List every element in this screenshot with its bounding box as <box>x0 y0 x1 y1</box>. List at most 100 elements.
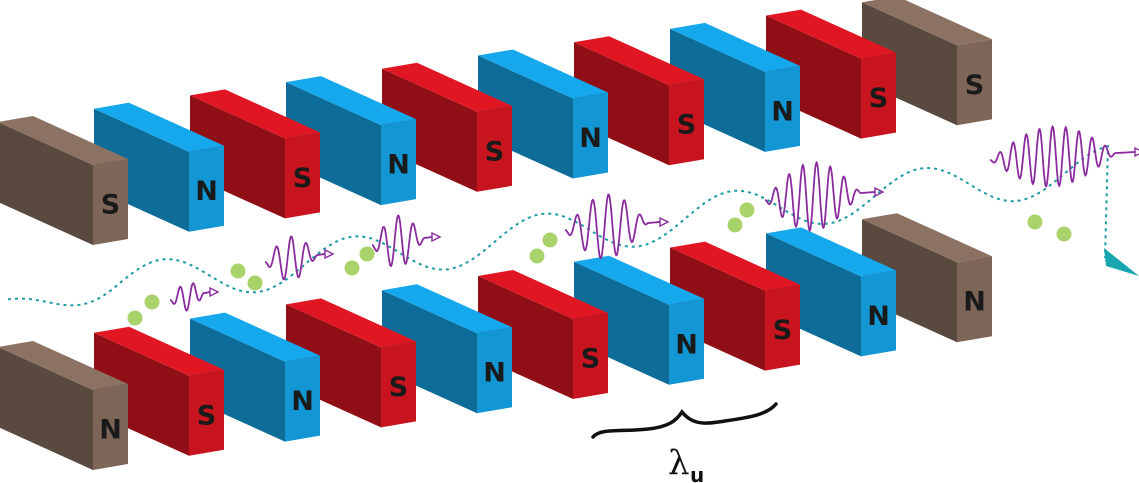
magnet-front-face <box>93 159 128 245</box>
magnet-front-face <box>477 327 512 414</box>
magnet-top-face <box>862 213 992 263</box>
top-magnet-10: S <box>862 0 992 126</box>
top-magnet-8: N <box>670 22 800 152</box>
pole-label: S <box>773 315 792 346</box>
electron-beam <box>7 144 1139 307</box>
pole-label: S <box>965 70 984 101</box>
bottom-magnet-3: N <box>190 312 320 442</box>
magnet-front-face <box>381 341 416 428</box>
bottom-magnet-9: N <box>766 227 896 357</box>
magnet-front-face <box>765 284 800 371</box>
pole-label: S <box>485 136 504 167</box>
bottom-magnet-2: S <box>94 326 224 456</box>
top-magnet-9: S <box>766 9 896 139</box>
magnet-top-face <box>862 0 992 46</box>
electron-dot-6 <box>359 246 375 262</box>
radiation-arrowhead <box>209 286 220 298</box>
bottom-magnet-7: N <box>574 255 704 385</box>
radiation-packet-4 <box>564 193 660 260</box>
magnet-top-face <box>0 341 128 390</box>
radiation-packet-6 <box>989 124 1135 188</box>
electron-dot-7 <box>529 248 545 264</box>
magnet-front-face <box>957 39 992 126</box>
radiation-arrowhead <box>431 231 442 243</box>
magnet-side-face <box>286 82 381 206</box>
magnet-front-face <box>189 145 224 232</box>
magnet-side-face <box>190 318 285 442</box>
top-magnet-2: N <box>94 102 224 232</box>
magnet-side-face <box>766 15 861 139</box>
lambda-subscript: u <box>690 463 704 483</box>
pole-label: S <box>293 163 312 194</box>
magnet-front-face <box>669 298 704 385</box>
period-brace <box>591 402 778 439</box>
magnet-top-face <box>190 89 320 139</box>
magnet-front-face <box>861 52 896 139</box>
magnet-top-face <box>766 9 896 59</box>
magnet-side-face <box>574 261 669 385</box>
magnet-top-face <box>574 255 704 305</box>
radiation-packet-3 <box>371 214 433 267</box>
electron-bunches <box>127 202 1072 326</box>
pole-label: S <box>197 400 216 431</box>
magnet-front-face <box>477 105 512 192</box>
electron-dot-12 <box>1056 226 1072 242</box>
magnet-top-face <box>0 116 128 165</box>
electron-dot-1 <box>127 310 143 326</box>
magnet-side-face <box>382 290 477 414</box>
magnet-top-face <box>382 62 512 112</box>
radiation-packet-1 <box>169 282 211 312</box>
radiation-arrowhead <box>874 186 885 198</box>
bottom-magnet-4: S <box>286 298 416 428</box>
magnet-front-face <box>669 79 704 166</box>
electron-dot-8 <box>542 232 558 248</box>
radiation-packet-2 <box>264 235 326 281</box>
electron-dot-4 <box>247 275 263 291</box>
magnet-side-face <box>862 2 957 126</box>
radiation-arrowhead <box>659 216 670 228</box>
pole-label: S <box>389 372 408 403</box>
top-magnet-row: S S N S N S N S N S <box>0 0 992 245</box>
pole-label: N <box>483 358 506 389</box>
top-magnet-5: S <box>382 62 512 192</box>
pole-label: N <box>195 176 218 207</box>
magnet-front-face <box>957 256 992 343</box>
magnet-front-face <box>861 270 896 357</box>
magnet-side-face <box>94 108 189 232</box>
pole-label: N <box>675 329 698 360</box>
magnet-side-face <box>478 276 573 399</box>
pole-label: N <box>771 96 794 127</box>
magnet-side-face <box>286 304 381 428</box>
magnet-front-face <box>573 313 608 399</box>
pole-label: N <box>99 415 122 446</box>
electron-dot-2 <box>144 294 160 310</box>
magnet-side-face <box>190 95 285 219</box>
magnet-top-face <box>286 76 416 126</box>
top-magnet-1: S <box>0 116 128 245</box>
bottom-magnet-6: S <box>478 270 608 399</box>
beam-direction-arrowhead <box>1104 248 1139 276</box>
magnet-top-face <box>670 241 800 291</box>
pole-label: N <box>579 123 602 154</box>
magnet-top-face <box>670 22 800 72</box>
magnet-side-face <box>766 233 861 357</box>
magnet-top-face <box>190 312 320 362</box>
magnet-front-face <box>765 65 800 152</box>
electron-trajectory <box>7 144 1110 307</box>
radiation-arrowhead <box>324 248 335 260</box>
electron-dot-10 <box>739 202 755 218</box>
magnet-top-face <box>94 102 224 152</box>
pole-label: N <box>387 150 410 181</box>
radiation-wave-packets <box>169 124 1139 312</box>
magnet-front-face <box>285 355 320 442</box>
magnet-side-face <box>382 68 477 192</box>
electron-dot-5 <box>344 260 360 276</box>
bottom-magnet-10: N <box>862 213 992 343</box>
top-magnet-3: S <box>190 89 320 219</box>
magnet-front-face <box>573 92 608 179</box>
pole-label: S <box>581 344 600 375</box>
pole-label: S <box>869 83 888 114</box>
pole-label: S <box>677 110 696 141</box>
electron-dot-11 <box>1027 214 1043 230</box>
